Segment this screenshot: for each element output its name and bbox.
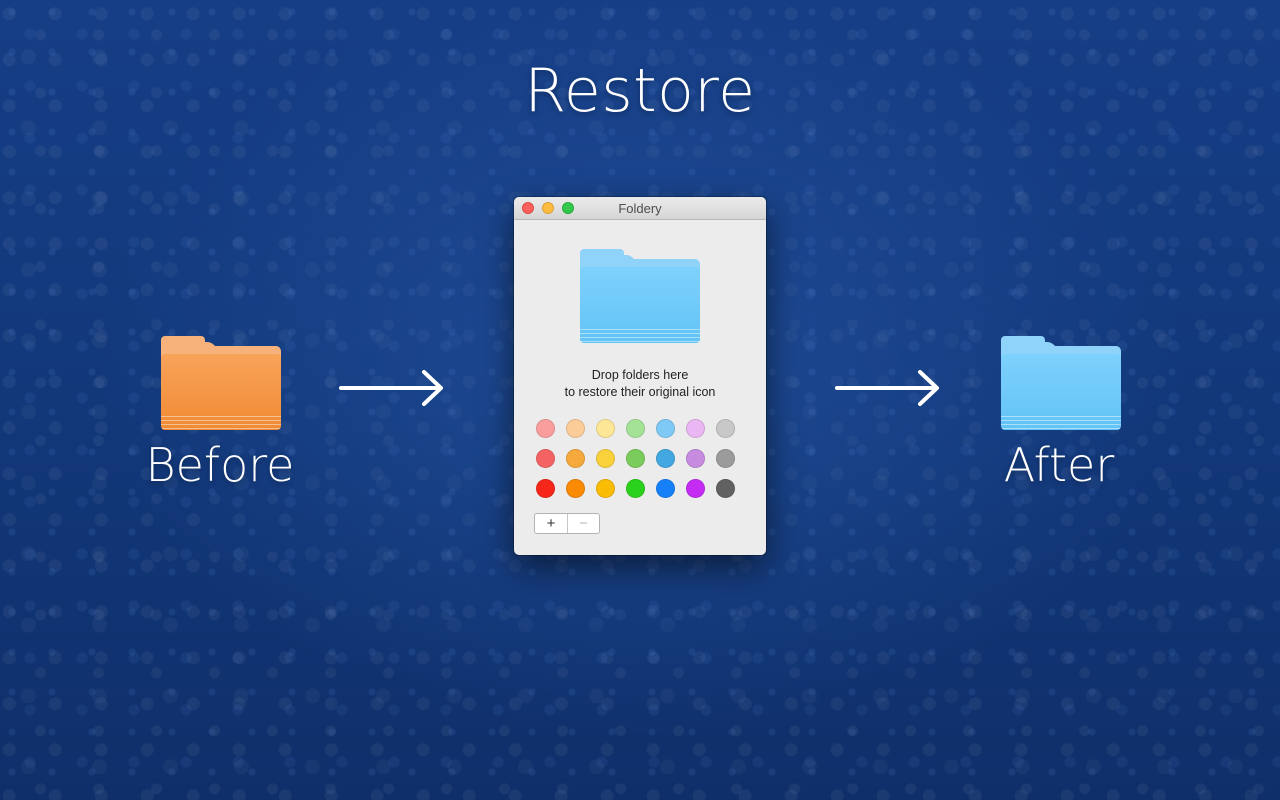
color-swatch[interactable]	[686, 479, 705, 498]
swatch-row	[536, 449, 746, 468]
color-swatch[interactable]	[686, 449, 705, 468]
drop-instructions-line1: Drop folders here	[591, 368, 689, 382]
color-swatch[interactable]	[626, 479, 645, 498]
swatch-row	[536, 419, 746, 438]
drop-instructions-line2: to restore their original icon	[564, 385, 716, 399]
color-swatch[interactable]	[686, 419, 705, 438]
close-window-button[interactable]	[522, 202, 534, 214]
color-swatch[interactable]	[656, 419, 675, 438]
color-swatch[interactable]	[626, 449, 645, 468]
remove-button[interactable]: −	[567, 514, 599, 533]
color-swatch[interactable]	[566, 449, 585, 468]
zoom-window-button[interactable]	[562, 202, 574, 214]
window-titlebar[interactable]: Foldery	[514, 197, 766, 220]
swatch-row	[536, 479, 746, 498]
color-swatch[interactable]	[536, 449, 555, 468]
color-swatch-grid	[536, 419, 746, 509]
folder-drop-zone[interactable]	[580, 249, 700, 345]
color-swatch[interactable]	[716, 449, 735, 468]
add-button[interactable]: +	[546, 515, 556, 532]
minimize-window-button[interactable]	[542, 202, 554, 214]
before-folder-icon	[161, 336, 281, 432]
right-arrow-icon	[834, 368, 944, 408]
color-swatch[interactable]	[716, 419, 735, 438]
headline: Restore	[524, 56, 756, 126]
add-remove-segmented-control: + −	[534, 513, 600, 534]
color-swatch[interactable]	[596, 419, 615, 438]
after-folder-icon	[1001, 336, 1121, 432]
color-swatch[interactable]	[656, 449, 675, 468]
before-label: Before	[145, 438, 295, 492]
color-swatch[interactable]	[596, 479, 615, 498]
window-title: Foldery	[618, 201, 662, 216]
right-arrow-icon	[338, 368, 448, 408]
color-swatch[interactable]	[626, 419, 645, 438]
foldery-window[interactable]: Foldery Drop folders here to restore the…	[514, 197, 766, 555]
color-swatch[interactable]	[716, 479, 735, 498]
color-swatch[interactable]	[596, 449, 615, 468]
color-swatch[interactable]	[536, 419, 555, 438]
color-swatch[interactable]	[536, 479, 555, 498]
color-swatch[interactable]	[566, 479, 585, 498]
color-swatch[interactable]	[566, 419, 585, 438]
after-label: After	[1003, 438, 1115, 492]
drop-instructions: Drop folders here to restore their origi…	[514, 367, 766, 401]
color-swatch[interactable]	[656, 479, 675, 498]
